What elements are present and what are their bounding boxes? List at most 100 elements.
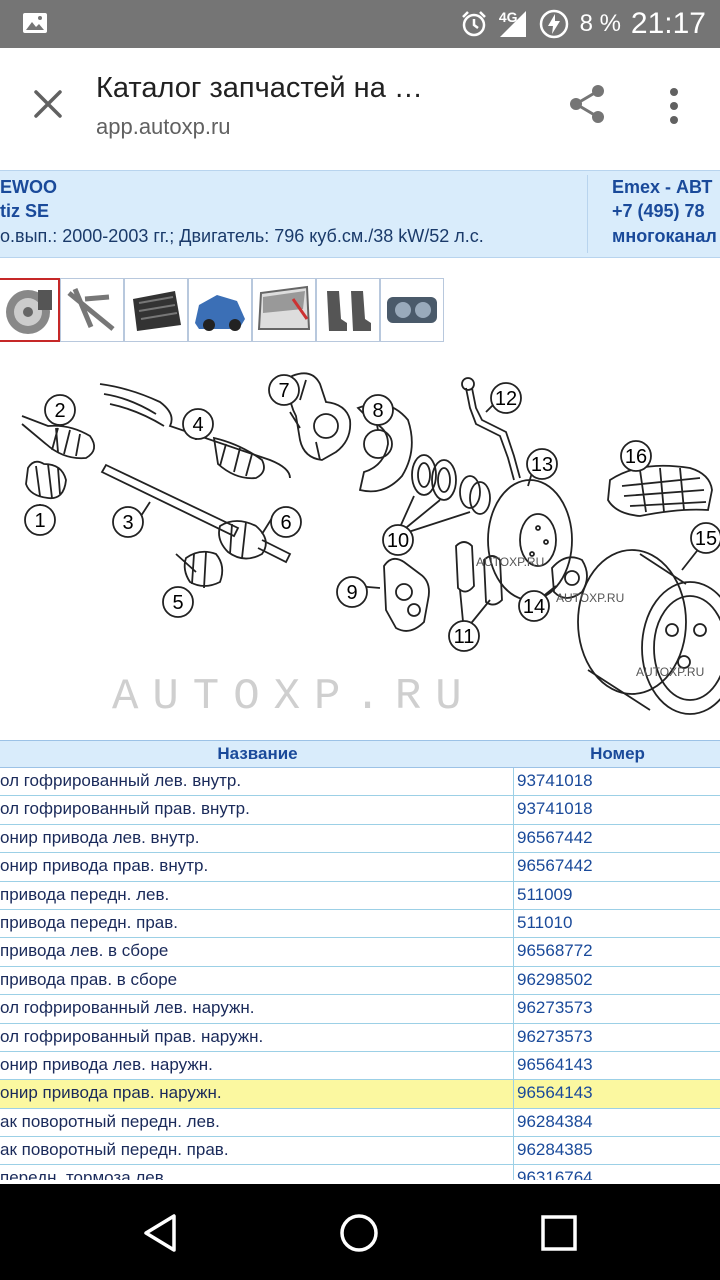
engine-thumbnail[interactable] — [124, 278, 188, 342]
table-row[interactable]: онир привода лев. наружн. 96564143 — [0, 1051, 720, 1081]
table-row[interactable]: передн. тормоза лев. 96316764 — [0, 1165, 720, 1180]
part-boot-small[interactable] — [183, 550, 224, 589]
part-name[interactable]: ол гофрированный прав. внутр. — [0, 799, 250, 819]
part-name[interactable]: привода прав. в сборе — [0, 969, 178, 989]
part-number[interactable]: 96564143 — [517, 1054, 593, 1074]
callout-5[interactable]: 5 — [162, 586, 194, 618]
part-drive-shaft[interactable] — [99, 383, 291, 480]
table-row[interactable]: привода прав. в сборе 96298502 — [0, 966, 720, 996]
callout-8[interactable]: 8 — [362, 394, 394, 426]
callout-3[interactable]: 3 — [112, 506, 144, 538]
callout-10[interactable]: 10 — [382, 524, 414, 556]
part-number[interactable]: 96273573 — [517, 1026, 593, 1046]
divider — [587, 175, 588, 253]
part-number[interactable]: 96298502 — [517, 969, 593, 989]
alarm-icon — [461, 11, 486, 37]
table-row[interactable]: ак поворотный передн. прав. 96284385 — [0, 1137, 720, 1166]
callout-14[interactable]: 14 — [518, 590, 550, 622]
callout-15[interactable]: 15 — [690, 522, 720, 554]
table-row[interactable]: привода лев. в сборе 96568772 — [0, 938, 720, 967]
callout-9[interactable]: 9 — [336, 576, 368, 608]
part-number[interactable]: 96284384 — [517, 1111, 593, 1131]
dashboard-thumbnail[interactable] — [380, 278, 444, 342]
exhaust-thumbnail[interactable] — [60, 278, 124, 342]
part-tire[interactable] — [607, 464, 713, 517]
door-thumbnail[interactable] — [252, 278, 316, 342]
table-row[interactable]: ол гофрированный прав. внутр. 93741018 — [0, 796, 720, 825]
callout-12[interactable]: 12 — [490, 382, 522, 414]
part-name[interactable]: привода передн. прав. — [0, 912, 178, 932]
part-brake-pads[interactable] — [455, 541, 503, 606]
part-name[interactable]: передн. тормоза лев. — [0, 1168, 169, 1180]
table-row[interactable]: онир привода прав. внутр. 96567442 — [0, 853, 720, 882]
part-number[interactable]: 96564143 — [517, 1083, 593, 1103]
part-number[interactable]: 96284385 — [517, 1140, 593, 1160]
share-icon[interactable] — [566, 82, 610, 126]
table-row[interactable]: онир привода лев. внутр. 96567442 — [0, 824, 720, 854]
part-number[interactable]: 96567442 — [517, 856, 593, 876]
vehicle-brand[interactable]: EWOO — [0, 177, 57, 197]
part-name[interactable]: онир привода прав. наружн. — [0, 1083, 222, 1103]
seats-thumbnail[interactable] — [316, 278, 380, 342]
column-divider — [513, 995, 514, 1023]
seller-phone[interactable]: +7 (495) 78 — [612, 201, 705, 221]
callout-11[interactable]: 11 — [448, 620, 480, 652]
table-row[interactable]: ак поворотный передн. лев. 96284384 — [0, 1108, 720, 1138]
part-name[interactable]: онир привода лев. наружн. — [0, 1054, 213, 1074]
part-number[interactable]: 93741018 — [517, 799, 593, 819]
part-name[interactable]: ак поворотный передн. прав. — [0, 1140, 229, 1160]
status-bar: 4G 8 % 21:17 — [0, 0, 720, 48]
part-name[interactable]: ак поворотный передн. лев. — [0, 1111, 220, 1131]
body-thumbnail[interactable] — [188, 278, 252, 342]
part-number[interactable]: 93741018 — [517, 771, 593, 790]
part-name[interactable]: онир привода лев. внутр. — [0, 827, 200, 847]
table-row[interactable]: ол гофрированный прав. наружн. 96273573 — [0, 1023, 720, 1052]
callout-13[interactable]: 13 — [526, 448, 558, 480]
column-header-name[interactable]: Название — [217, 744, 298, 763]
table-row[interactable]: привода передн. лев. 511009 — [0, 881, 720, 910]
part-number[interactable]: 511009 — [517, 884, 573, 904]
callout-7[interactable]: 7 — [268, 374, 300, 406]
part-brake-caliper[interactable] — [383, 557, 430, 632]
part-shaft[interactable] — [100, 463, 240, 538]
part-cv-joint[interactable] — [218, 520, 292, 564]
table-row[interactable]: ол гофрированный лев. наружн. 96273573 — [0, 995, 720, 1024]
part-name[interactable]: привода лев. в сборе — [0, 941, 169, 961]
part-bearings[interactable] — [411, 454, 491, 515]
part-name[interactable]: привода передн. лев. — [0, 884, 170, 904]
vehicle-model[interactable]: tiz SE — [0, 201, 50, 221]
part-name[interactable]: ол гофрированный прав. наружн. — [0, 1026, 264, 1046]
part-wheel-hub[interactable] — [551, 556, 588, 599]
part-wheel[interactable] — [577, 549, 720, 715]
battery-saver-icon — [539, 9, 568, 39]
part-number[interactable]: 511010 — [517, 912, 573, 932]
table-row[interactable]: ол гофрированный лев. внутр. 93741018 — [0, 768, 720, 797]
callout-16[interactable]: 16 — [620, 440, 652, 472]
wheel-hub-thumbnail[interactable] — [0, 278, 60, 342]
part-brake-hose[interactable] — [461, 377, 521, 481]
part-number[interactable]: 96567442 — [517, 827, 593, 847]
part-name[interactable]: онир привода прав. внутр. — [0, 856, 209, 876]
seller-name[interactable]: Emex - АВТ — [612, 177, 713, 197]
callout-6[interactable]: 6 — [270, 506, 302, 538]
callout-2[interactable]: 2 — [44, 394, 76, 426]
recents-icon[interactable] — [540, 1214, 578, 1252]
callout-4[interactable]: 4 — [182, 408, 214, 440]
part-number[interactable]: 96568772 — [517, 941, 593, 961]
table-row[interactable]: привода передн. прав. 511010 — [0, 909, 720, 939]
back-icon[interactable] — [140, 1212, 182, 1254]
home-icon[interactable] — [338, 1212, 380, 1254]
part-name[interactable]: ол гофрированный лев. наружн. — [0, 998, 255, 1018]
callout-1[interactable]: 1 — [24, 504, 56, 536]
part-boot-inner[interactable] — [25, 460, 67, 500]
part-number[interactable]: 96316764 — [517, 1168, 593, 1180]
close-icon[interactable] — [28, 84, 68, 124]
column-divider — [513, 796, 514, 824]
part-number[interactable]: 96273573 — [517, 998, 593, 1018]
column-header-number[interactable]: Номер — [590, 744, 645, 763]
part-name[interactable]: ол гофрированный лев. внутр. — [0, 771, 242, 790]
overflow-menu-icon[interactable] — [662, 84, 686, 128]
part-steering-knuckle[interactable] — [288, 372, 352, 461]
table-row[interactable]: онир привода прав. наружн. 96564143 — [0, 1080, 720, 1109]
vehicle-spec: о.вып.: 2000-2003 гг.; Двигатель: 796 ку… — [0, 226, 484, 246]
